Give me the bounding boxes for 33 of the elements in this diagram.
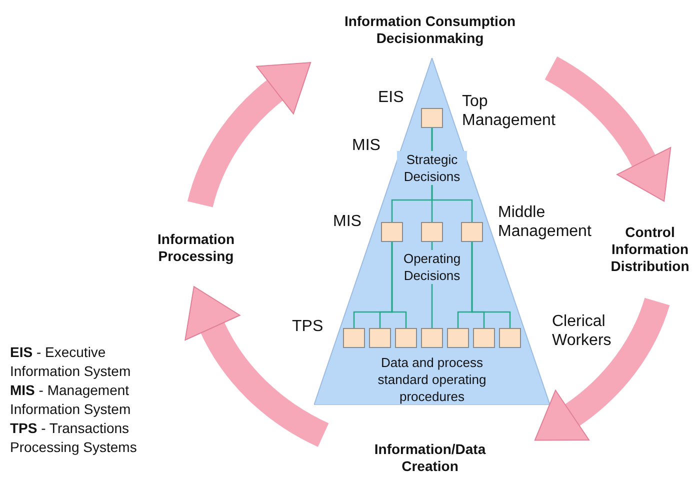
org-box xyxy=(421,222,443,242)
stage-label: Control Information Distribution xyxy=(604,222,696,276)
connector-line xyxy=(471,242,511,328)
org-box xyxy=(421,108,443,128)
level-label: Middle Management xyxy=(498,203,592,241)
stage-label: Information Processing xyxy=(148,230,244,266)
curved-arrow xyxy=(544,56,670,200)
level-label: MIS xyxy=(352,136,382,155)
curved-arrow xyxy=(188,60,310,208)
level-label: Top Management xyxy=(462,92,556,130)
org-box xyxy=(461,222,483,242)
pyramid-text: Data and process standard operating procedures xyxy=(376,354,488,405)
org-box xyxy=(369,328,391,348)
legend-text: TPS - Transactions Processing Systems xyxy=(10,419,138,457)
org-box xyxy=(473,328,495,348)
level-label: MIS xyxy=(333,212,362,231)
legend-text: EIS - Executive Information System xyxy=(10,343,132,381)
connector-line xyxy=(391,242,407,328)
org-box xyxy=(395,328,417,348)
stage-label: Information Consumption Decisionmaking xyxy=(325,12,535,48)
curved-arrow xyxy=(536,297,670,443)
level-label: EIS xyxy=(378,88,405,107)
level-label: TPS xyxy=(292,317,324,336)
org-box xyxy=(421,328,443,348)
curved-arrow xyxy=(186,287,330,447)
legend-text: MIS - Management Information System xyxy=(10,381,132,419)
org-box xyxy=(381,222,403,242)
org-box xyxy=(499,328,521,348)
org-box xyxy=(447,328,469,348)
level-label: Clerical Workers xyxy=(552,312,612,350)
org-box xyxy=(343,328,365,348)
pyramid-text: Strategic Decisions xyxy=(397,151,467,185)
stage-label: Information/Data Creation xyxy=(350,440,510,476)
